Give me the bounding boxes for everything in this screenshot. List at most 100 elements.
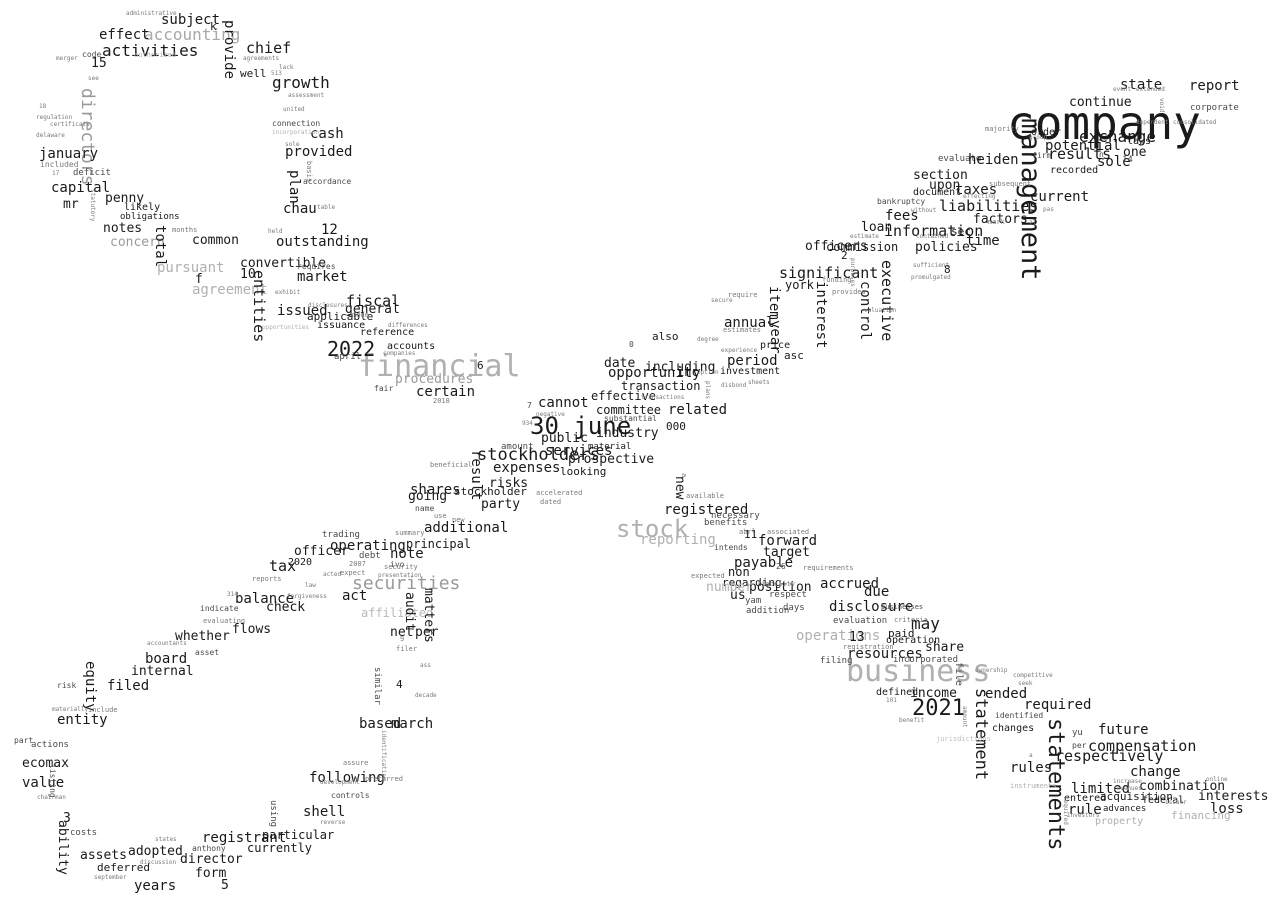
word-cloud-term: ability [55, 820, 70, 875]
word-cloud-term: ended [985, 686, 1028, 702]
word-cloud-term: also [652, 330, 679, 343]
word-cloud-term: using [268, 800, 278, 828]
word-cloud-term: report [1189, 78, 1240, 94]
word-cloud-term: 8 [944, 263, 951, 276]
word-cloud-term: increase [1113, 778, 1142, 785]
word-cloud-term: required [1062, 796, 1069, 825]
word-cloud-term: included [40, 160, 79, 169]
word-cloud-term: agreements [243, 55, 280, 62]
word-cloud-term: significant [779, 264, 879, 282]
word-cloud-term: criteria [894, 616, 928, 624]
word-cloud-term: 14 [1122, 155, 1133, 165]
word-cloud-term: see [88, 75, 99, 82]
word-cloud-term: k [210, 20, 217, 33]
word-cloud-term: interests [1198, 789, 1269, 804]
word-cloud-term: united [283, 106, 305, 113]
word-cloud-term: inc [677, 365, 699, 379]
word-cloud-term: upon [929, 178, 961, 193]
word-cloud-term: stock [616, 515, 689, 543]
word-cloud-term: recorded [1050, 165, 1099, 176]
word-cloud-term: registered [664, 502, 749, 518]
word-cloud-term: evaluate [938, 154, 982, 164]
word-cloud-term: bankruptcy [877, 197, 926, 206]
word-cloud-term: asset [195, 648, 220, 657]
word-cloud-term: identified [995, 711, 1044, 720]
word-cloud-term: assessment [288, 92, 325, 99]
word-cloud-term: tax [269, 557, 297, 575]
word-cloud-term: option [697, 369, 719, 376]
word-cloud-term: public [541, 431, 588, 446]
word-cloud-term: business [846, 654, 991, 689]
word-cloud-term: evaluation [833, 616, 888, 626]
word-cloud-term: event [1113, 86, 1132, 93]
word-cloud-term: expect [340, 569, 366, 577]
word-cloud-term: payable [734, 555, 794, 571]
word-cloud-term: actions [31, 740, 69, 750]
word-cloud-term: price [760, 340, 791, 351]
word-cloud-term: act [342, 588, 368, 604]
word-cloud-term: accountants [147, 640, 187, 647]
word-cloud-term: 000 [666, 420, 686, 433]
word-cloud-term: sec [951, 225, 971, 238]
word-cloud-term: likely [124, 202, 161, 213]
word-cloud-term: transactions [641, 394, 685, 401]
word-cloud-term: abrl [739, 528, 756, 536]
word-cloud-term: requirements [803, 564, 854, 572]
word-cloud-term: evaluating [203, 617, 246, 625]
word-cloud-term: fees [885, 208, 919, 224]
word-cloud-term: yu [1072, 728, 1083, 738]
word-cloud-term: based [359, 716, 402, 732]
word-cloud-term: subject [161, 12, 221, 28]
word-cloud-term: note [390, 546, 424, 562]
word-cloud-term: fair [374, 384, 394, 393]
word-cloud-term: instruments [1010, 782, 1057, 790]
word-cloud-term: respectively [1055, 747, 1164, 765]
word-cloud-term: n [1099, 150, 1104, 159]
word-cloud-term: services [545, 443, 613, 459]
word-cloud-term: share [925, 640, 965, 655]
word-cloud-term: summary [395, 529, 425, 537]
word-cloud-term: estimate [850, 233, 879, 240]
word-cloud-term: costs [70, 828, 98, 838]
word-cloud-term: accrued [820, 576, 880, 592]
word-cloud-term: associated [767, 528, 810, 536]
word-cloud-term: sufficient [913, 262, 950, 269]
word-cloud-term: liabilities [939, 197, 1039, 215]
word-cloud-term: loan [861, 220, 893, 235]
word-cloud-term: asc [784, 349, 804, 362]
word-cloud-term: securities [352, 573, 461, 594]
word-cloud-term: operation [886, 635, 941, 646]
word-cloud-term: 513 [271, 70, 282, 77]
word-cloud-term: registration [843, 643, 894, 651]
word-cloud-term: presentation [378, 572, 422, 579]
word-cloud-term: principal [406, 537, 472, 551]
word-cloud-term: pas [1043, 206, 1054, 213]
word-cloud-term: basis [305, 161, 313, 183]
word-cloud-term: use [434, 512, 447, 520]
word-cloud-term: disclosure [829, 599, 914, 615]
word-cloud-term: certificate [50, 121, 90, 128]
word-cloud-term: 30 june [530, 412, 632, 440]
word-cloud-term: matters [421, 588, 436, 643]
word-cloud-term: listing [48, 764, 57, 798]
word-cloud-term: document [913, 187, 962, 198]
word-cloud-term: plan [286, 170, 302, 204]
word-cloud-term: statement [971, 688, 991, 781]
word-cloud-term: estimates [723, 326, 761, 334]
word-cloud-term: dependent [1136, 119, 1169, 126]
word-cloud-term: current [1030, 189, 1090, 205]
word-cloud-term: market [297, 269, 348, 285]
word-cloud-term: management [1015, 118, 1046, 281]
word-cloud-term: 101 [886, 697, 897, 704]
word-cloud-term: filing [820, 656, 853, 666]
word-cloud-term: pursuant [157, 260, 225, 276]
word-cloud-term: industry [596, 426, 659, 441]
word-cloud-term: adopted [128, 844, 183, 859]
word-cloud-term: accounting [144, 25, 241, 44]
word-cloud-term: consolidated [1173, 119, 1217, 126]
word-cloud-term: annual [724, 315, 775, 331]
word-cloud-term: penny [105, 191, 145, 206]
word-cloud-term: order [1031, 127, 1062, 138]
word-cloud-term: time [966, 233, 1000, 249]
